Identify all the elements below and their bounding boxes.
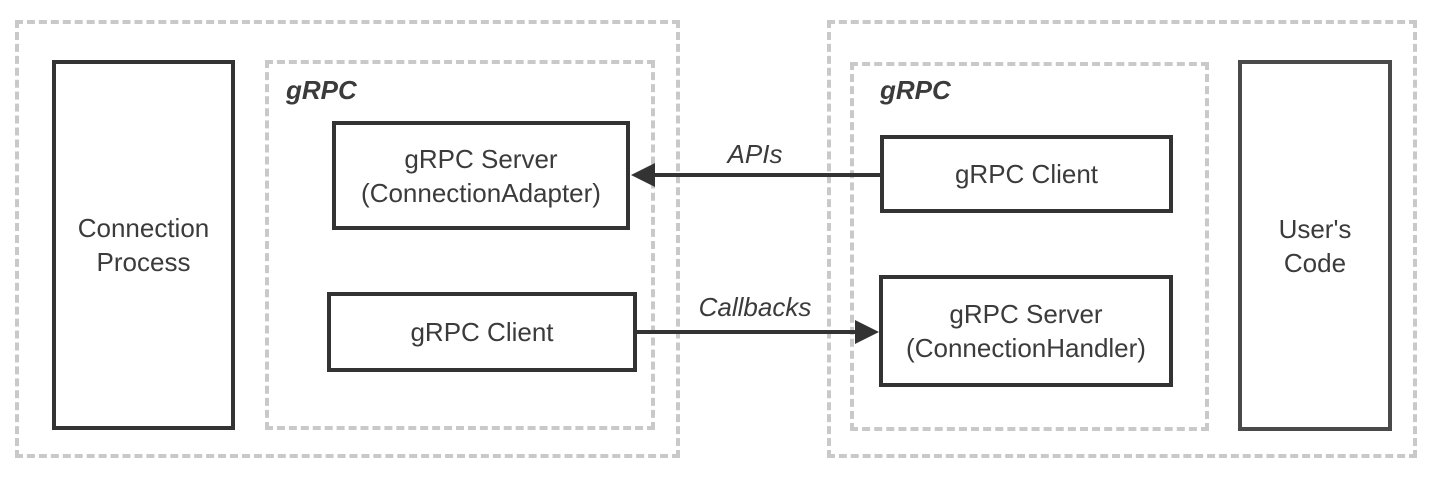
left-grpc-zone-label: gRPC — [286, 75, 357, 105]
callbacks-arrowhead-right-icon — [855, 320, 879, 344]
left-grpc-zone — [265, 60, 655, 430]
left-grpc-client-label: gRPC Client — [410, 317, 554, 347]
right-grpc-client-box: gRPC Client — [880, 135, 1173, 213]
grpc-server-handler-label: gRPC Server (ConnectionHandler) — [906, 299, 1146, 363]
apis-arrow-line — [650, 173, 880, 177]
right-grpc-client-label: gRPC Client — [954, 159, 1099, 189]
right-process-group — [827, 20, 1417, 458]
grpc-server-adapter-box: gRPC Server (ConnectionAdapter) — [332, 121, 630, 230]
left-grpc-client-box: gRPC Client — [327, 292, 637, 372]
connection-process-label: Connection Process — [77, 213, 210, 277]
users-code-box: User's Code — [1238, 60, 1392, 431]
callbacks-arrow-label: Callbacks — [698, 292, 812, 322]
grpc-server-handler-box: gRPC Server (ConnectionHandler) — [879, 275, 1173, 387]
right-grpc-zone — [850, 62, 1209, 431]
apis-arrow-label: APIs — [727, 139, 783, 169]
right-grpc-zone-label: gRPC — [880, 75, 951, 105]
callbacks-arrow-line — [637, 330, 859, 334]
apis-arrowhead-left-icon — [631, 163, 655, 187]
grpc-server-adapter-label: gRPC Server (ConnectionAdapter) — [361, 143, 601, 208]
users-code-label: User's Code — [1278, 213, 1352, 278]
left-process-group — [15, 20, 680, 458]
connection-process-box: Connection Process — [52, 60, 235, 430]
